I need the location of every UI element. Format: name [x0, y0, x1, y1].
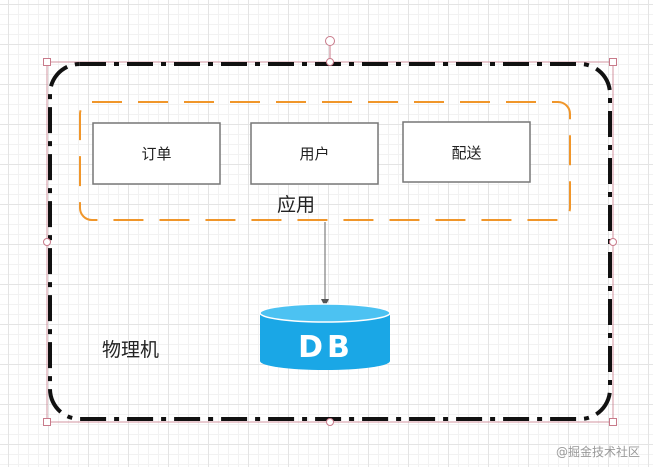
- resize-handle-top: [326, 58, 334, 66]
- resize-handle-right: [609, 238, 617, 246]
- service-user-label: 用户: [299, 145, 329, 163]
- resize-handle-bottom-right: [609, 418, 617, 426]
- physical-machine-label: 物理机: [102, 339, 159, 361]
- resize-handle-left: [43, 238, 51, 246]
- resize-handle-bottom: [326, 418, 334, 426]
- service-order-label: 订单: [141, 145, 171, 163]
- resize-handle-top-left: [43, 58, 51, 66]
- service-delivery[interactable]: 配送: [402, 121, 531, 183]
- resize-handle-top-right: [609, 58, 617, 66]
- application-label: 应用: [277, 194, 315, 216]
- database-label: DB: [298, 330, 354, 365]
- selection-handles[interactable]: [43, 58, 617, 426]
- database-cylinder[interactable]: DB: [259, 303, 391, 370]
- service-delivery-label: 配送: [451, 144, 481, 162]
- service-user[interactable]: 用户: [250, 122, 379, 185]
- watermark: @掘金技术社区: [556, 444, 640, 459]
- rotate-handle-icon[interactable]: [325, 36, 335, 46]
- resize-handle-bottom-left: [43, 418, 51, 426]
- arrow-head-icon: [321, 299, 329, 307]
- service-order[interactable]: 订单: [92, 122, 221, 185]
- application-group[interactable]: [79, 101, 571, 221]
